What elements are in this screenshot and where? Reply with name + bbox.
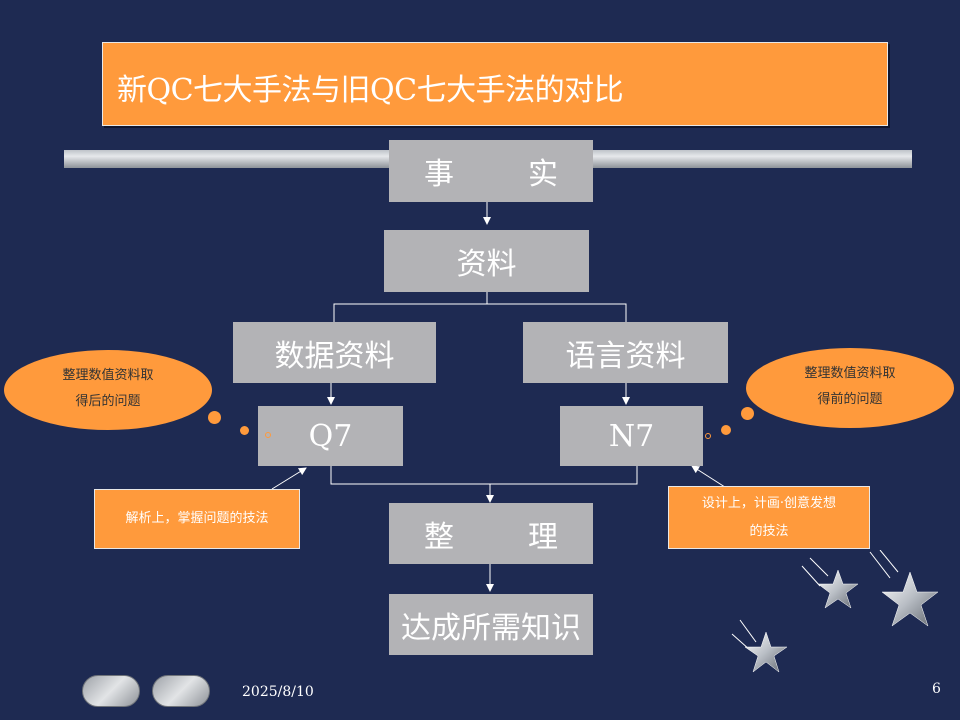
node-fact: 事 实: [389, 140, 593, 202]
thought-dot: [741, 407, 754, 420]
note-right: 设计上，计画·创意发想 的技法: [668, 486, 870, 549]
thought-dot: [705, 433, 711, 439]
line-merge: [330, 466, 638, 485]
star-icon: [881, 571, 939, 627]
cloud-right-line2: 得前的问题: [817, 392, 883, 407]
cloud-right-line1: 整理数值资料取: [804, 366, 896, 381]
thought-dot: [265, 432, 271, 438]
page-title: 新QC七大手法与旧QC七大手法的对比: [117, 73, 624, 108]
thought-dot: [208, 411, 221, 424]
thought-dot: [240, 426, 249, 435]
arrow-note-to-q7: [271, 467, 307, 490]
note-left: 解析上，掌握问题的技法: [94, 489, 300, 549]
node-data: 资料: [384, 230, 589, 292]
footer-date: 2025/8/10: [242, 684, 314, 700]
title-box: 新QC七大手法与旧QC七大手法的对比: [102, 42, 888, 126]
prev-slide-button[interactable]: [82, 675, 140, 707]
star-icon: [817, 569, 859, 609]
thought-cloud-left: 整理数值资料取 得后的问题: [4, 350, 212, 430]
node-numeric-data: 数据资料: [233, 322, 436, 383]
note-right-line1: 设计上，计画·创意发想: [701, 495, 837, 511]
node-q7: Q7: [258, 406, 403, 466]
star-icon: [744, 631, 788, 673]
arrow-note-to-n7: [691, 465, 729, 490]
node-knowledge: 达成所需知识: [389, 594, 593, 655]
node-n7: N7: [560, 406, 703, 466]
node-organize: 整 理: [389, 503, 593, 564]
next-slide-button[interactable]: [152, 675, 210, 707]
thought-cloud-right: 整理数值资料取 得前的问题: [746, 348, 954, 428]
line-data-to-verbal: [487, 303, 627, 322]
cloud-left-line2: 得后的问题: [75, 394, 141, 409]
page-number: 6: [932, 681, 941, 697]
node-verbal-data: 语言资料: [523, 322, 728, 383]
thought-dot: [721, 425, 731, 435]
note-right-line2: 的技法: [749, 523, 789, 539]
stars-decoration: [731, 550, 939, 673]
cloud-left-line1: 整理数值资料取: [62, 368, 154, 383]
line-data-to-numeric: [333, 292, 488, 322]
